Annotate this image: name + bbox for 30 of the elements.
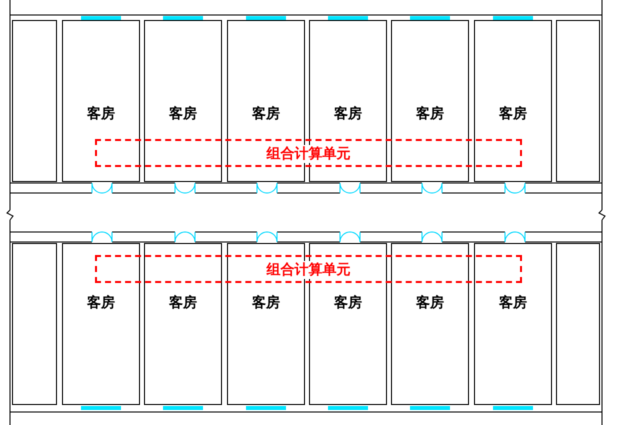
room-outline bbox=[309, 20, 387, 182]
room-label: 客房 bbox=[251, 294, 281, 312]
unit-label: 组合计算单元 bbox=[264, 261, 352, 279]
room-label: 客房 bbox=[168, 294, 198, 312]
room-outline bbox=[12, 20, 57, 182]
room-outline bbox=[474, 20, 552, 182]
room-outline bbox=[62, 20, 140, 182]
room-label: 客房 bbox=[415, 105, 445, 123]
room-label: 客房 bbox=[86, 294, 116, 312]
unit-label: 组合计算单元 bbox=[264, 145, 352, 163]
room-label: 客房 bbox=[498, 105, 528, 123]
room-label: 客房 bbox=[333, 294, 363, 312]
room-outline bbox=[144, 243, 222, 405]
room-label: 客房 bbox=[86, 105, 116, 123]
dashed-unit-outline bbox=[95, 255, 522, 283]
room-label: 客房 bbox=[251, 105, 281, 123]
room-label: 客房 bbox=[498, 294, 528, 312]
room-outline bbox=[309, 243, 387, 405]
room-outline bbox=[556, 20, 600, 182]
room-outline bbox=[12, 243, 57, 405]
room-outline bbox=[556, 243, 600, 405]
room-outline bbox=[144, 20, 222, 182]
room-outline bbox=[391, 243, 469, 405]
room-label: 客房 bbox=[415, 294, 445, 312]
room-outline bbox=[474, 243, 552, 405]
dashed-unit-outline bbox=[95, 139, 522, 167]
room-label: 客房 bbox=[168, 105, 198, 123]
room-outline bbox=[391, 20, 469, 182]
room-label: 客房 bbox=[333, 105, 363, 123]
room-outline bbox=[62, 243, 140, 405]
